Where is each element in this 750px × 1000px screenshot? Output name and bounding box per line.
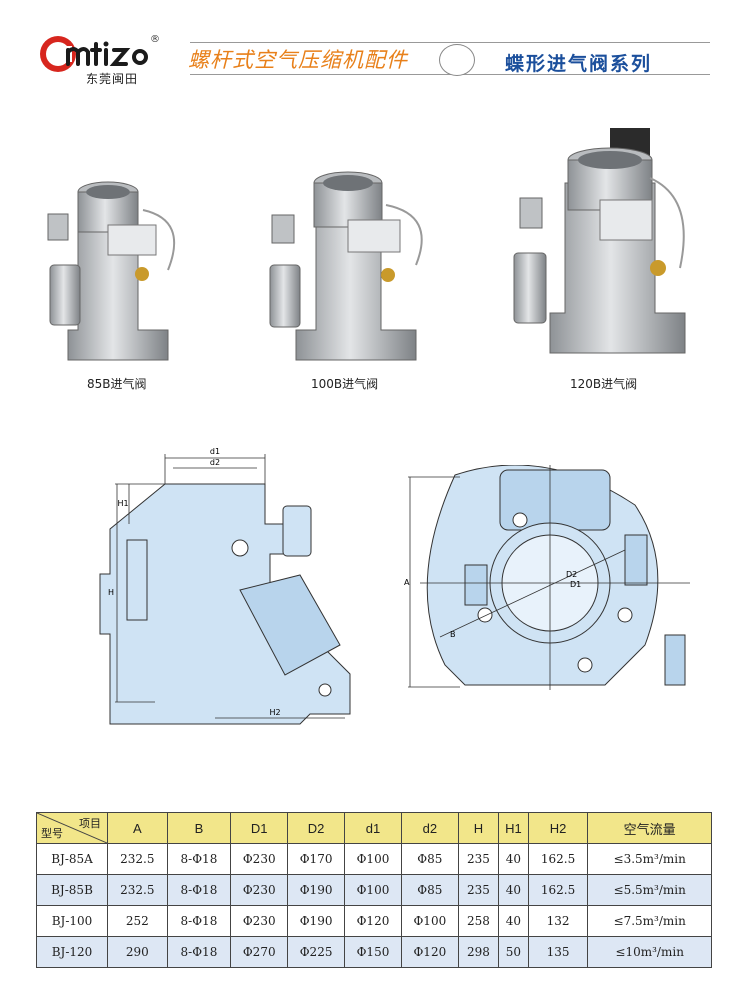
- col-header: H1: [498, 812, 529, 844]
- model-cell: BJ-120: [36, 936, 108, 968]
- value-cell: Φ170: [287, 843, 346, 875]
- corner-diagonal: [37, 813, 107, 843]
- header-circle-ornament: [439, 44, 475, 76]
- value-cell: 135: [527, 936, 589, 968]
- value-cell: Φ190: [287, 905, 346, 937]
- model-cell: BJ-85A: [36, 843, 108, 875]
- value-cell: ≤3.5m³/min: [587, 843, 712, 875]
- product-caption-85b: 85B进气阀: [87, 377, 147, 391]
- value-cell: ≤10m³/min: [587, 936, 712, 968]
- brand-logo: [38, 34, 160, 86]
- dim-label-d1: d1: [210, 447, 220, 456]
- value-cell: Φ150: [344, 936, 402, 968]
- value-cell: ≤7.5m³/min: [587, 905, 712, 937]
- value-cell: Φ85: [400, 843, 459, 875]
- value-cell: 232.5: [107, 843, 168, 875]
- value-cell: 8-Φ18: [166, 874, 232, 906]
- dim-label-b: B: [450, 630, 456, 639]
- value-cell: 232.5: [107, 874, 168, 906]
- col-header: A: [107, 812, 168, 844]
- value-cell: 40: [498, 905, 529, 937]
- col-header: 空气流量: [587, 812, 712, 844]
- product-photo-100b: [269, 171, 423, 361]
- logo-text: 东莞闽田: [86, 72, 139, 86]
- value-cell: Φ190: [287, 874, 346, 906]
- col-header: H: [457, 812, 500, 844]
- corner-label-model: 型号: [41, 828, 63, 840]
- product-caption-100b: 100B进气阀: [311, 377, 379, 391]
- header-title-left: 螺杆式空气压缩机配件: [188, 48, 408, 72]
- dim-label-d2-upper: D2: [566, 570, 577, 579]
- header-title-right: 蝶形进气阀系列: [505, 53, 653, 75]
- registered-mark: ®: [150, 34, 160, 45]
- value-cell: Φ120: [344, 905, 402, 937]
- dim-label-h1: H1: [117, 499, 128, 508]
- dim-label-h: H: [108, 588, 114, 597]
- value-cell: 40: [498, 874, 529, 906]
- col-header: H2: [527, 812, 589, 844]
- value-cell: Φ120: [400, 936, 459, 968]
- value-cell: 8-Φ18: [166, 843, 232, 875]
- value-cell: 8-Φ18: [166, 936, 232, 968]
- product-caption-120b: 120B进气阀: [570, 377, 638, 391]
- value-cell: Φ230: [230, 843, 289, 875]
- value-cell: 252: [107, 905, 168, 937]
- model-cell: BJ-100: [36, 905, 108, 937]
- value-cell: 50: [498, 936, 529, 968]
- dim-label-a: A: [404, 578, 410, 587]
- table-corner-cell: 项目 型号: [36, 812, 108, 844]
- value-cell: 258: [457, 905, 500, 937]
- value-cell: Φ100: [344, 874, 402, 906]
- col-header: d1: [344, 812, 402, 844]
- table-header-row: 项目 型号 A B D1 D2 d1 d2 H H1 H2 空气流量: [36, 812, 712, 844]
- dim-label-d1-upper: D1: [570, 580, 581, 589]
- col-header: d2: [400, 812, 459, 844]
- corner-label-item: 项目: [79, 818, 101, 830]
- value-cell: Φ85: [400, 874, 459, 906]
- value-cell: 298: [457, 936, 500, 968]
- side-view-drawing: d1 d2 H1 H H2: [99, 447, 351, 725]
- dim-label-h2: H2: [269, 708, 280, 717]
- col-header: D2: [287, 812, 346, 844]
- value-cell: 40: [498, 843, 529, 875]
- top-view-drawing: A B D2 D1: [404, 465, 690, 690]
- logo-mark-icon: [40, 36, 148, 72]
- value-cell: 162.5: [527, 843, 589, 875]
- header-rule-top: [190, 42, 710, 43]
- product-photo-85b: [47, 181, 176, 361]
- model-cell: BJ-85B: [36, 874, 108, 906]
- value-cell: 235: [457, 843, 500, 875]
- value-cell: Φ100: [344, 843, 402, 875]
- value-cell: ≤5.5m³/min: [587, 874, 712, 906]
- value-cell: 290: [107, 936, 168, 968]
- value-cell: Φ230: [230, 905, 289, 937]
- value-cell: 235: [457, 874, 500, 906]
- value-cell: 8-Φ18: [166, 905, 232, 937]
- col-header: D1: [230, 812, 289, 844]
- dim-label-d2: d2: [210, 458, 220, 467]
- spec-table: 项目 型号 A B D1 D2 d1 d2 H H1 H2 空气流量 BJ-85…: [36, 812, 712, 968]
- col-header: B: [166, 812, 232, 844]
- value-cell: 132: [527, 905, 589, 937]
- value-cell: Φ270: [230, 936, 289, 968]
- value-cell: Φ225: [287, 936, 346, 968]
- value-cell: 162.5: [527, 874, 589, 906]
- product-photo-120b: [513, 128, 686, 354]
- value-cell: Φ230: [230, 874, 289, 906]
- value-cell: Φ100: [400, 905, 459, 937]
